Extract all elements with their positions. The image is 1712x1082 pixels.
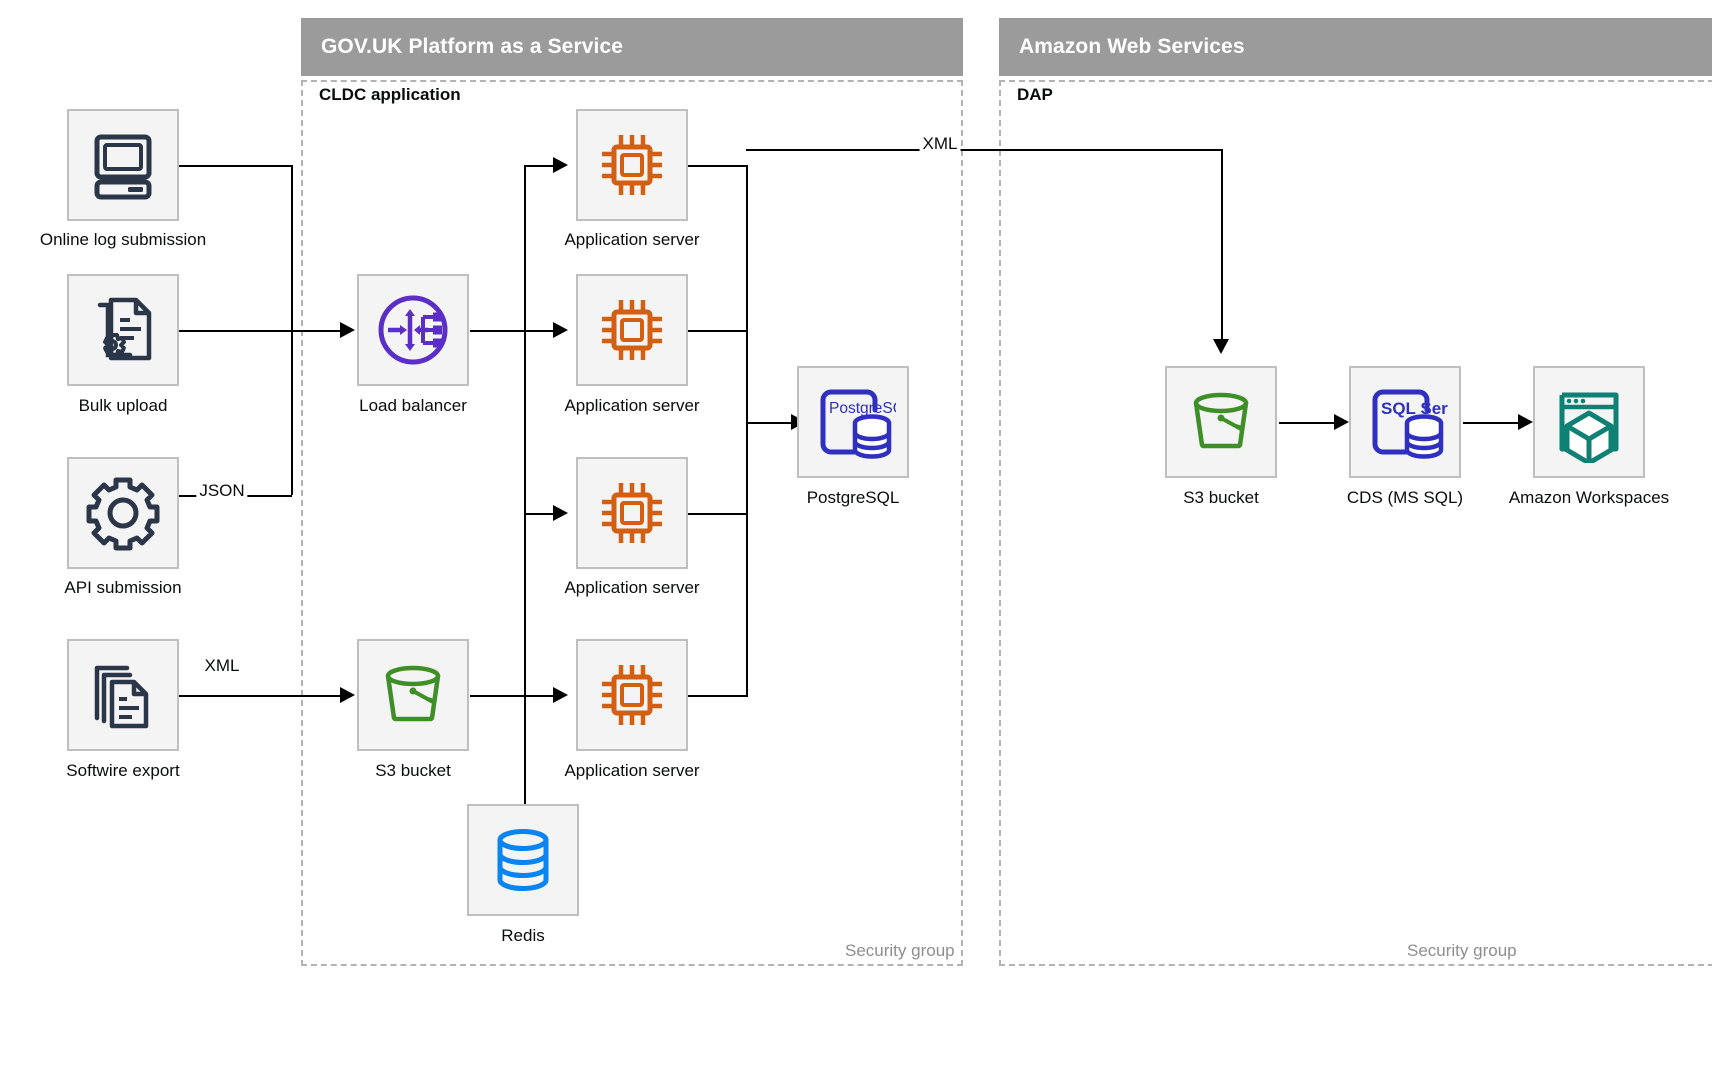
- edge-softwire-to-s3: [178, 695, 343, 697]
- workspaces-cube-icon: [1548, 381, 1630, 463]
- node-label-app-server-4: Application server: [564, 761, 700, 780]
- edge-bus-to-app1: [524, 165, 554, 167]
- sql-server-icon-text: SQL Server: [1381, 399, 1448, 418]
- node-api-submission[interactable]: [67, 457, 179, 569]
- edge-cds-to-workspaces: [1463, 422, 1521, 424]
- security-group-paas: [301, 80, 963, 966]
- node-amazon-workspaces[interactable]: [1533, 366, 1645, 478]
- node-bulk-upload[interactable]: [67, 274, 179, 386]
- edge-app3-out: [688, 513, 748, 515]
- arrow-into-workspaces: [1518, 414, 1533, 430]
- edge-xml-to-aws-h: [746, 149, 1223, 151]
- node-label-softwire-export: Softwire export: [66, 761, 180, 780]
- arrow-into-app3: [553, 505, 568, 521]
- edge-bus-to-app3: [524, 513, 554, 515]
- group-title-cldc: CLDC application: [319, 85, 461, 104]
- zone-header-paas: GOV.UK Platform as a Service: [301, 18, 963, 76]
- document-gear-icon: [84, 291, 162, 369]
- node-label-app-server-3: Application server: [564, 578, 700, 597]
- cpu-chip-icon: [594, 292, 670, 368]
- cpu-chip-icon: [594, 127, 670, 203]
- node-label-bulk-upload: Bulk upload: [78, 396, 168, 415]
- node-online-log-submission[interactable]: [67, 109, 179, 221]
- arrow-into-app4: [553, 687, 568, 703]
- node-label-app-server-2: Application server: [564, 396, 700, 415]
- arrow-into-app2: [553, 322, 568, 338]
- node-label-load-balancer: Load balancer: [359, 396, 467, 415]
- node-app-server-4[interactable]: [576, 639, 688, 751]
- load-balancer-icon: [371, 288, 455, 372]
- documents-stack-icon: [84, 656, 162, 734]
- edge-redis-to-bus: [524, 695, 526, 820]
- edge-s3-to-app4: [470, 695, 525, 697]
- edge-app4-out: [688, 695, 748, 697]
- node-app-server-3[interactable]: [576, 457, 688, 569]
- edge-app-collector-v: [746, 165, 748, 695]
- arrow-into-s3-paas: [340, 687, 355, 703]
- edge-lb-out-h: [470, 330, 525, 332]
- node-softwire-export[interactable]: [67, 639, 179, 751]
- node-label-amazon-workspaces: Amazon Workspaces: [1508, 488, 1670, 507]
- security-group-label-paas: Security group: [845, 941, 955, 960]
- node-label-api-submission: API submission: [64, 578, 182, 597]
- bucket-icon: [1181, 382, 1261, 462]
- edge-label-xml-export: XML: [919, 134, 961, 154]
- edge-app1-out: [688, 165, 748, 167]
- security-group-label-aws: Security group: [1407, 941, 1517, 960]
- database-cylinder-icon: [486, 823, 560, 897]
- postgresql-icon-text: PostgreSQL: [829, 400, 896, 417]
- node-label-app-server-1: Application server: [564, 230, 700, 249]
- edge-label-json: JSON: [196, 481, 248, 501]
- node-label-s3-bucket-paas: S3 bucket: [375, 761, 451, 780]
- node-label-postgresql: PostgreSQL: [806, 488, 900, 507]
- computer-icon: [84, 126, 162, 204]
- edge-s3-to-cds: [1279, 422, 1337, 424]
- zone-header-aws: Amazon Web Services: [999, 18, 1712, 76]
- edge-app2-out: [688, 330, 748, 332]
- node-redis[interactable]: [467, 804, 579, 916]
- node-s3-bucket-aws[interactable]: [1165, 366, 1277, 478]
- edge-online-to-bus-h: [178, 165, 292, 167]
- node-label-s3-bucket-aws: S3 bucket: [1183, 488, 1259, 507]
- arrow-into-load-balancer: [340, 322, 355, 338]
- node-s3-bucket-paas[interactable]: [357, 639, 469, 751]
- arrow-into-app1: [553, 157, 568, 173]
- arrow-into-cds: [1334, 414, 1349, 430]
- node-app-server-1[interactable]: [576, 109, 688, 221]
- edge-lb-bus-v: [524, 165, 526, 695]
- edge-bulk-to-lb: [178, 330, 343, 332]
- edge-label-xml-source: XML: [201, 656, 243, 676]
- node-app-server-2[interactable]: [576, 274, 688, 386]
- node-load-balancer[interactable]: [357, 274, 469, 386]
- security-group-aws: [999, 80, 1712, 966]
- node-label-online-log-submission: Online log submission: [39, 230, 207, 249]
- edge-collector-to-postgres: [746, 422, 794, 424]
- cpu-chip-icon: [594, 475, 670, 551]
- node-postgresql[interactable]: PostgreSQL: [797, 366, 909, 478]
- edge-xml-to-aws-v: [1221, 149, 1223, 341]
- gear-icon: [83, 473, 163, 553]
- edge-bus-to-app2: [524, 330, 554, 332]
- node-label-redis: Redis: [501, 926, 545, 945]
- cpu-chip-icon: [594, 657, 670, 733]
- sql-server-icon: SQL Server: [1362, 379, 1448, 465]
- node-label-cds-ms-sql: CDS (MS SQL): [1346, 488, 1464, 507]
- node-cds-ms-sql[interactable]: SQL Server: [1349, 366, 1461, 478]
- postgresql-icon: PostgreSQL: [810, 379, 896, 465]
- edge-bus-to-app4: [524, 695, 554, 697]
- bucket-icon: [373, 655, 453, 735]
- group-title-dap: DAP: [1017, 85, 1053, 104]
- arrow-into-s3-aws: [1213, 339, 1229, 354]
